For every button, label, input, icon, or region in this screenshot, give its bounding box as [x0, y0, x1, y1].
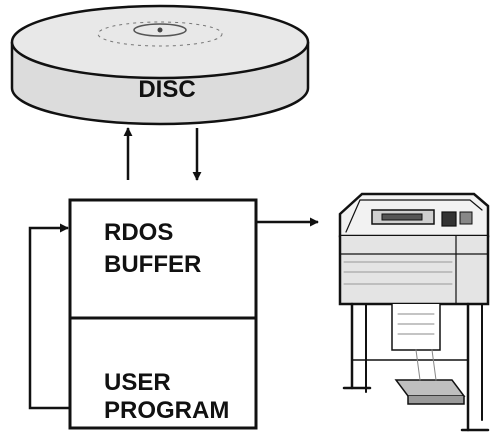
program-label-line2: PROGRAM	[104, 397, 229, 424]
buffer-label-line2: BUFFER	[104, 251, 201, 278]
disc-label: DISC	[138, 76, 195, 103]
program-label-line1: USER	[104, 369, 171, 396]
rdos-buffer-box	[68, 198, 258, 320]
user-program-box	[68, 316, 258, 430]
line-printer-icon	[338, 192, 490, 432]
arrow-program-to-buffer	[28, 223, 70, 410]
buffer-label-line1: RDOS	[104, 219, 173, 246]
disc-icon	[10, 4, 310, 126]
